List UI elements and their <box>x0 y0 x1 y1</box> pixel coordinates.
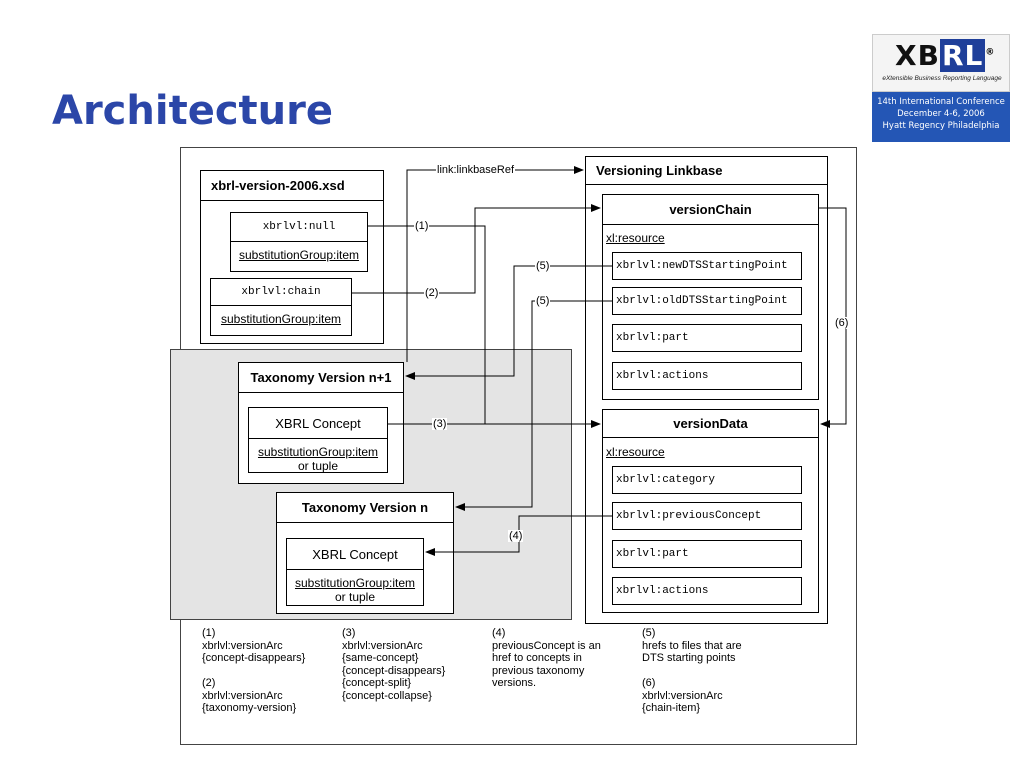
note-col-2: (3) xbrlvl:versionArc {same-concept} {co… <box>342 627 446 702</box>
data-item: xbrlvl:category <box>612 466 802 494</box>
note-col-4: (5) hrefs to files that are DTS starting… <box>642 627 742 714</box>
conference-info: 14th International Conference December 4… <box>872 92 1010 142</box>
concept-title: XBRL Concept <box>287 539 423 570</box>
taxonomy-n-title: Taxonomy Version n <box>277 493 453 523</box>
chain-item: xbrlvl:newDTSStartingPoint <box>612 252 802 280</box>
label-linkbaseref: link:linkbaseRef <box>436 164 516 176</box>
arrow-5b <box>455 300 612 511</box>
taxonomy-n-concept: XBRL Concept substitutionGroup:item or t… <box>286 538 424 606</box>
arrow-2 <box>352 204 601 294</box>
chain-name: xbrlvl:chain <box>211 279 351 306</box>
linkbase-title: Versioning Linkbase <box>586 157 827 185</box>
note-col-1: (1) xbrlvl:versionArc {concept-disappear… <box>202 627 306 714</box>
chain-group: substitutionGroup:item <box>220 312 342 326</box>
arrow-5a <box>405 265 612 380</box>
chain-item: xbrlvl:oldDTSStartingPoint <box>612 287 802 315</box>
label-1: (1) <box>414 220 430 232</box>
version-data-title: versionData <box>603 410 818 438</box>
concept-or: or tuple <box>334 590 376 604</box>
xbrl-logo: XBRL® eXtensible Business Reporting Lang… <box>872 34 1010 142</box>
note-col-3: (4) previousConcept is an href to concep… <box>492 627 601 689</box>
null-group: substitutionGroup:item <box>238 248 360 262</box>
page-title: Architecture <box>52 88 333 134</box>
chain-item: xbrlvl:part <box>612 324 802 352</box>
version-chain-title: versionChain <box>603 195 818 225</box>
label-5a: (5) <box>535 260 551 272</box>
taxonomy-n1-concept: XBRL Concept substitutionGroup:item or t… <box>248 407 388 473</box>
label-4: (4) <box>508 530 524 542</box>
label-5b: (5) <box>535 295 551 307</box>
concept-group: substitutionGroup:item <box>294 576 416 590</box>
null-element: xbrlvl:null substitutionGroup:item <box>230 212 368 272</box>
xsd-title: xbrl-version-2006.xsd <box>201 171 383 201</box>
concept-title: XBRL Concept <box>249 408 387 439</box>
label-3: (3) <box>432 418 448 430</box>
arrow-linkbaseref <box>406 166 584 362</box>
logo-mark: XBRL® <box>895 39 996 72</box>
null-name: xbrlvl:null <box>231 213 367 242</box>
version-data-resource: xl:resource <box>606 445 665 459</box>
data-item: xbrlvl:part <box>612 540 802 568</box>
concept-group: substitutionGroup:item <box>257 445 379 459</box>
version-chain-resource: xl:resource <box>606 231 665 245</box>
label-2: (2) <box>424 287 440 299</box>
arrow-6 <box>819 207 847 428</box>
data-item: xbrlvl:actions <box>612 577 802 605</box>
arrow-1 <box>368 225 601 428</box>
chain-item: xbrlvl:actions <box>612 362 802 390</box>
logo-tagline: eXtensible Business Reporting Language <box>882 75 1002 82</box>
label-6: (6) <box>834 317 850 329</box>
data-item: xbrlvl:previousConcept <box>612 502 802 530</box>
concept-or: or tuple <box>297 459 339 473</box>
taxonomy-n1-title: Taxonomy Version n+1 <box>239 363 403 393</box>
chain-element: xbrlvl:chain substitutionGroup:item <box>210 278 352 336</box>
